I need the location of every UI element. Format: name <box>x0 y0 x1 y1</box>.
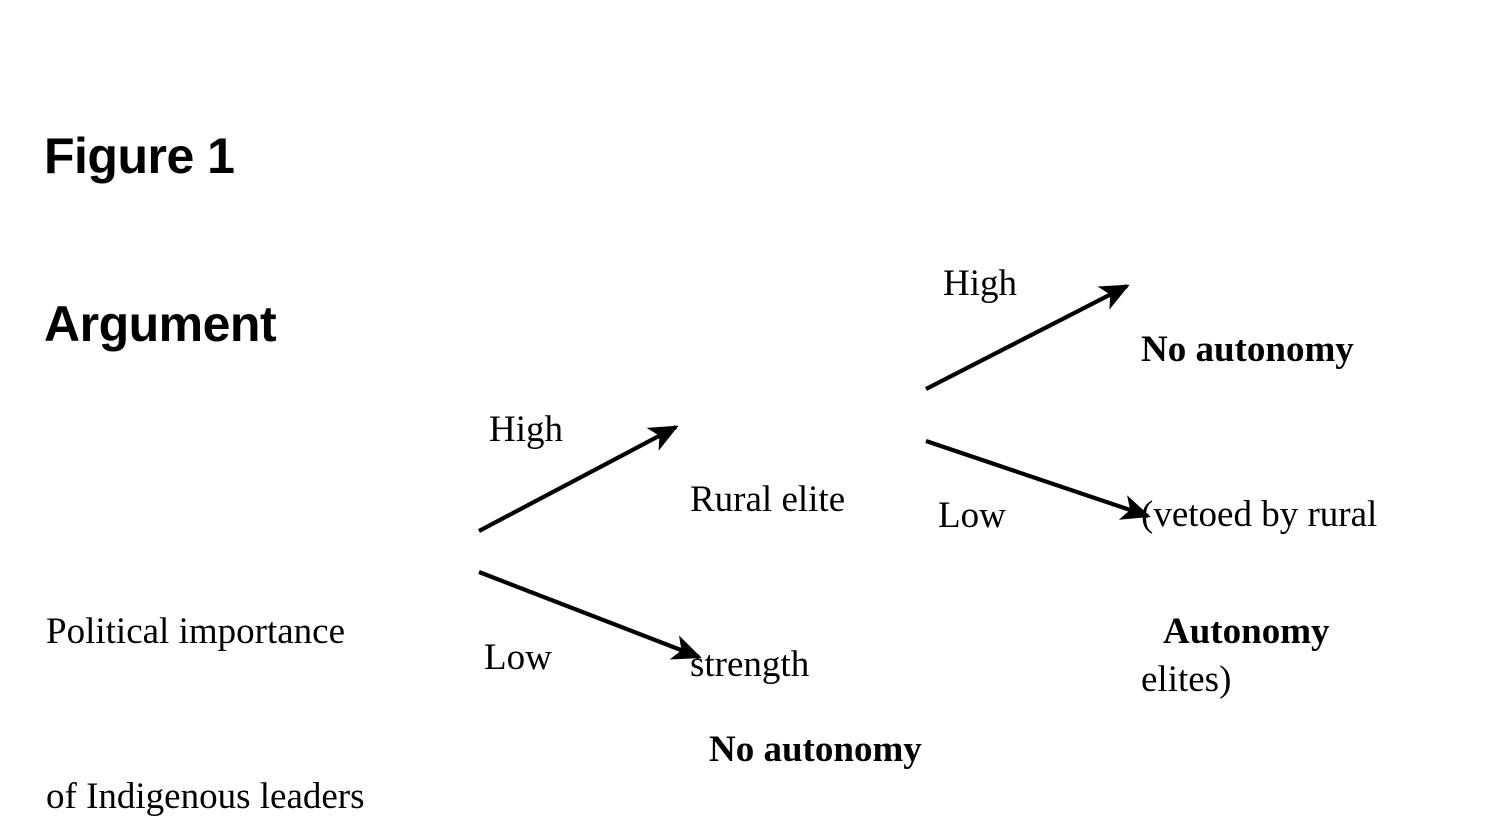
node-no-autonomy-vetoed: No autonomy (vetoed by rural elites) <box>1141 212 1471 817</box>
node-line: (vetoed by rural <box>1141 494 1378 535</box>
node-line: Political importance <box>46 611 345 652</box>
node-line: strength <box>690 644 810 685</box>
node-heading: Autonomy <box>1163 611 1330 652</box>
node-line: of Indigenous leaders <box>46 776 365 817</box>
node-heading: No autonomy <box>1141 329 1354 370</box>
edge-label-middle-to-autonomy: Low <box>938 495 1006 536</box>
figure-number: Figure 1 <box>44 128 235 184</box>
node-political-importance: Political importance of Indigenous leade… <box>46 494 476 819</box>
node-rural-elite-strength: Rural elite strength <box>690 362 940 802</box>
node-autonomy: Autonomy <box>1163 494 1463 769</box>
node-line: Rural elite <box>690 479 846 520</box>
edge-label-root-to-not-offered: Low <box>484 637 552 678</box>
node-line: elites) <box>1141 659 1232 700</box>
node-no-autonomy-not-offered: No autonomy (incumbent does not offer) <box>709 612 1049 819</box>
edge-label-middle-to-veto: High <box>943 263 1017 304</box>
figure-caption: Argument <box>44 296 277 352</box>
node-heading: No autonomy <box>709 729 922 770</box>
edge-label-root-to-middle: High <box>489 409 563 450</box>
page-title: Figure 1 Argument <box>44 16 744 464</box>
